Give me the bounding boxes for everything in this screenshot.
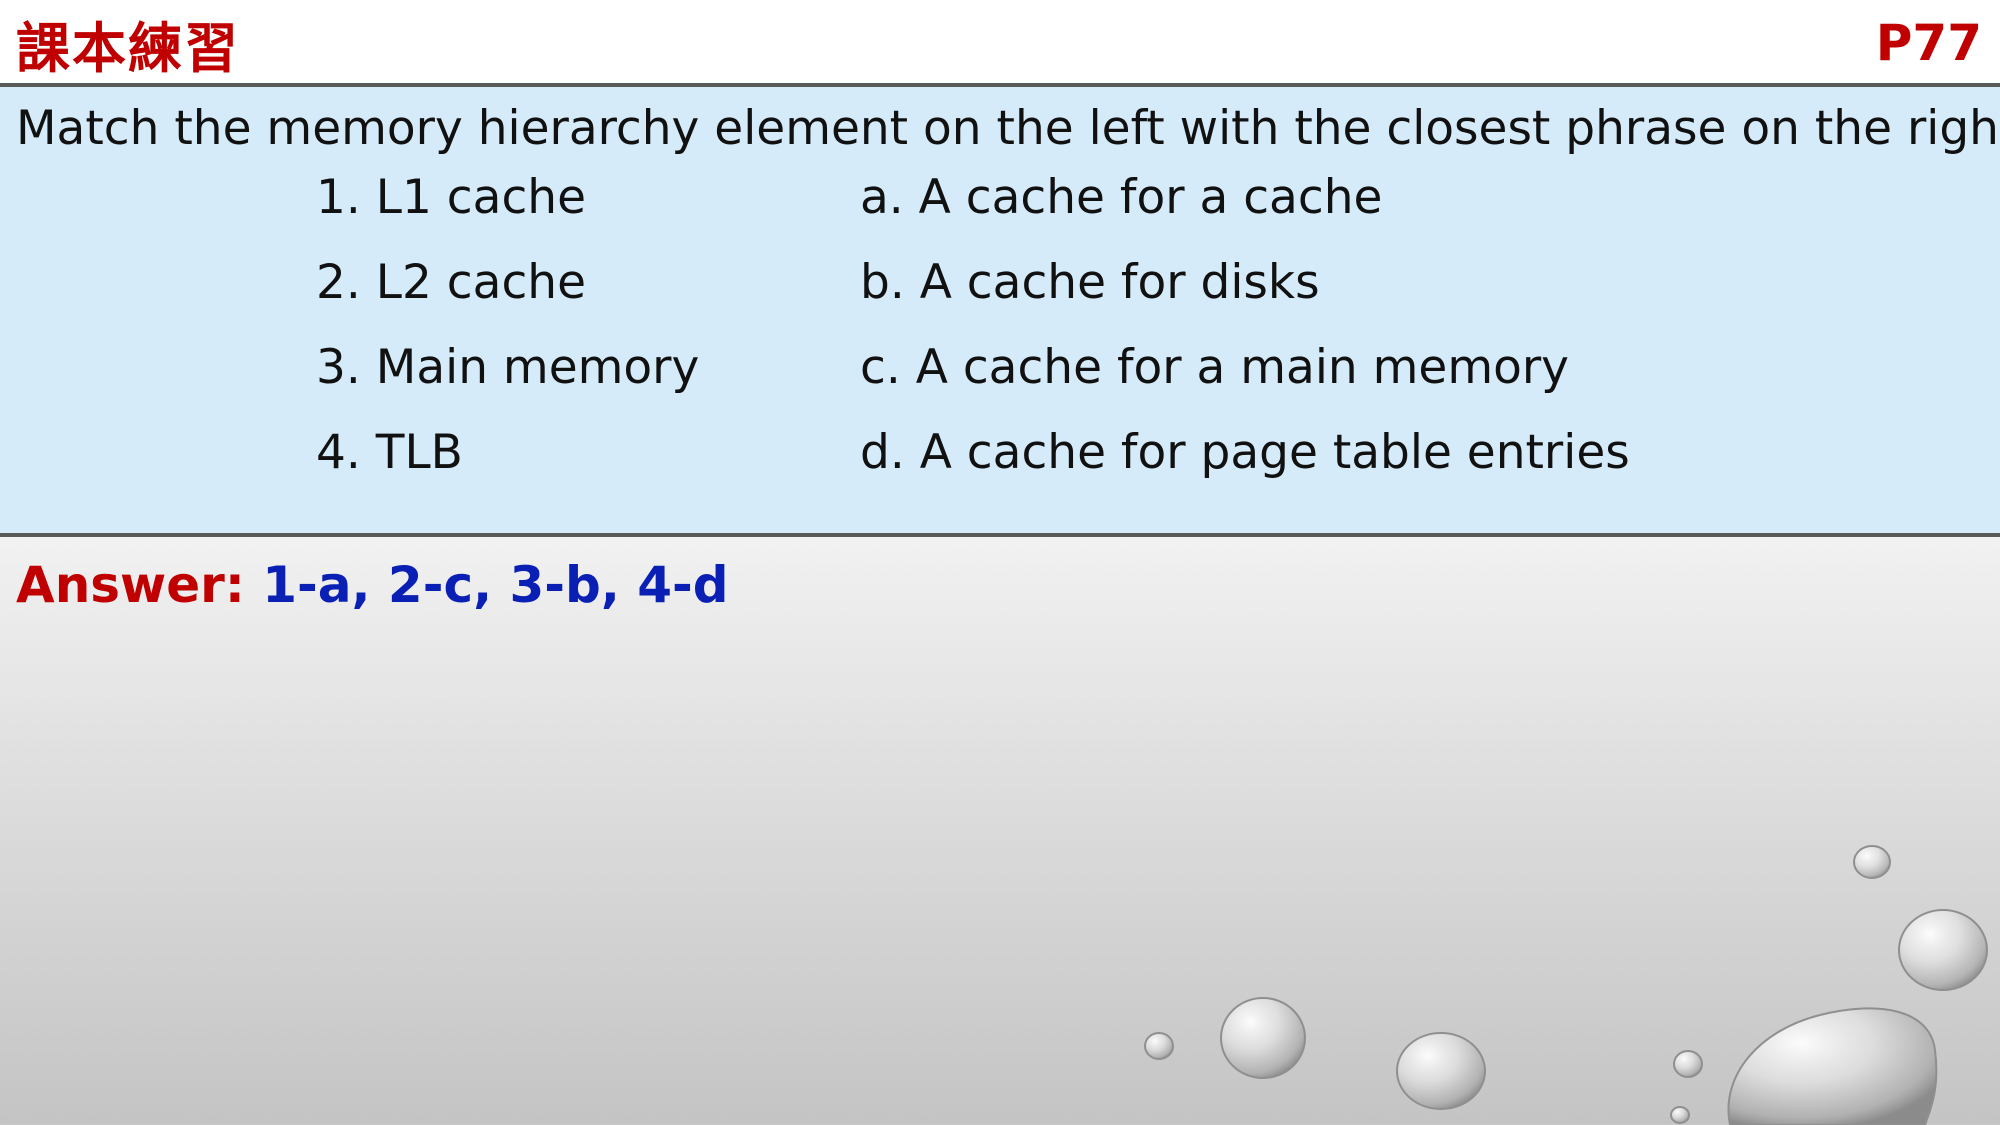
answer-label: Answer: [16, 556, 245, 614]
slide-title: 課本練習 [16, 17, 240, 80]
left-item-1: 1. L1 cache [316, 170, 586, 225]
answer-line: Answer: 1-a, 2-c, 3-b, 4-d [16, 556, 729, 614]
right-item-a: a. A cache for a cache [860, 170, 1383, 225]
question-box: Match the memory hierarchy element on th… [0, 83, 2000, 537]
question-prompt: Match the memory hierarchy element on th… [16, 101, 2000, 156]
left-item-2: 2. L2 cache [316, 255, 586, 310]
right-item-c: c. A cache for a main memory [860, 340, 1569, 395]
page-number: P77 [1875, 14, 1982, 72]
left-item-4: 4. TLB [316, 425, 463, 480]
header-bar: 課本練習 P77 [0, 0, 2000, 84]
answer-value: 1-a, 2-c, 3-b, 4-d [262, 556, 729, 614]
droplet-group [1144, 845, 1988, 1125]
right-item-b: b. A cache for disks [860, 255, 1320, 310]
left-item-3: 3. Main memory [316, 340, 700, 395]
right-item-d: d. A cache for page table entries [860, 425, 1630, 480]
